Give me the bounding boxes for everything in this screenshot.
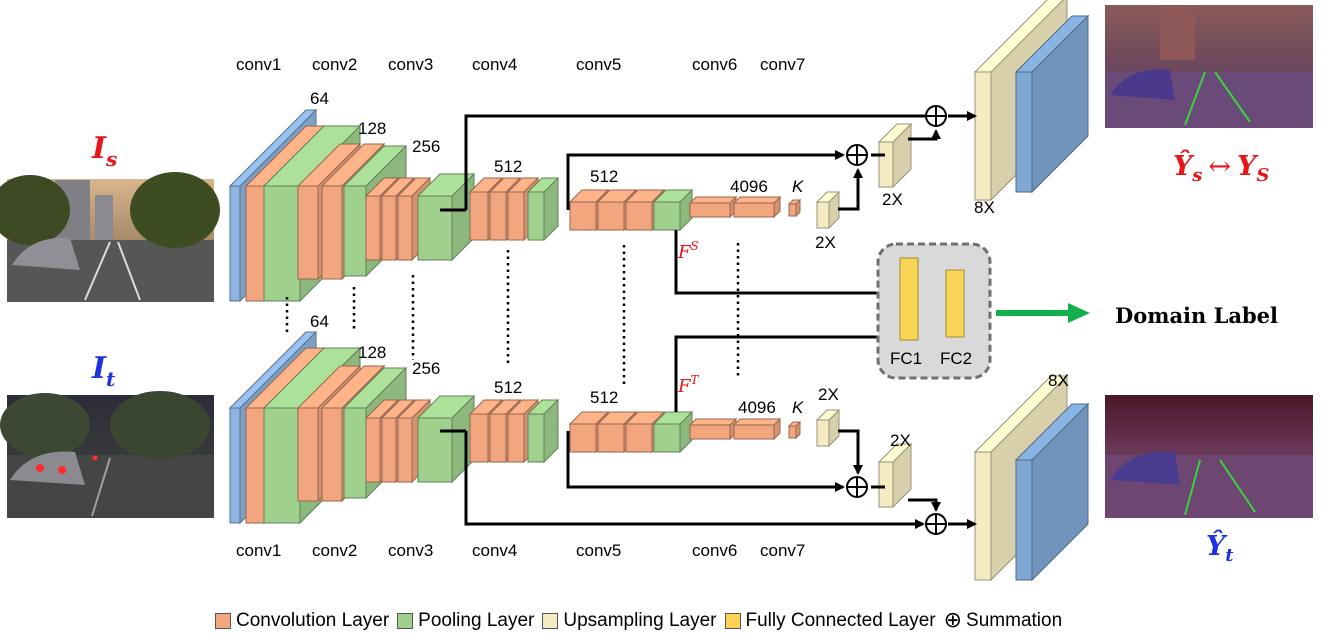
legend-summation-label: Summation bbox=[966, 610, 1062, 632]
top-layer-names: conv1 conv2 conv3 conv4 conv5 conv6 conv… bbox=[236, 55, 805, 74]
legend-fc-swatch bbox=[725, 613, 741, 629]
bot-64: 64 bbox=[310, 312, 329, 331]
bot-conv7-label: conv7 bbox=[760, 541, 805, 560]
target-feature-label: FT bbox=[677, 373, 700, 397]
legend-upsample-label: Upsampling Layer bbox=[563, 610, 716, 632]
target-conv7 bbox=[734, 419, 780, 439]
source-conv6 bbox=[690, 197, 736, 217]
source-pool4 bbox=[528, 178, 558, 240]
target-output-symbol: Ŷt bbox=[1206, 529, 1234, 566]
top-8x: 8X bbox=[974, 198, 995, 217]
top-conv3-label: conv3 bbox=[388, 55, 433, 74]
legend-conv-label: Convolution Layer bbox=[236, 610, 389, 632]
top-2x-small: 2X bbox=[815, 233, 836, 252]
top-conv6-label: conv6 bbox=[692, 55, 737, 74]
top-k: K bbox=[792, 177, 804, 196]
top-conv2-label: conv2 bbox=[312, 55, 357, 74]
summation-top-2 bbox=[926, 106, 946, 126]
top-4096: 4096 bbox=[730, 177, 768, 196]
fc1-label: FC1 bbox=[890, 349, 922, 368]
summation-bot-2 bbox=[926, 514, 946, 534]
legend: Convolution Layer Pooling Layer Upsampli… bbox=[215, 608, 1070, 634]
bot-2x: 2X bbox=[890, 431, 911, 450]
source-input-symbol: Is bbox=[91, 131, 117, 171]
domain-classifier: FC1 FC2 bbox=[878, 244, 990, 378]
bot-conv5-label: conv5 bbox=[576, 541, 621, 560]
legend-pool: Pooling Layer bbox=[397, 610, 534, 632]
legend-upsample: Upsampling Layer bbox=[542, 610, 716, 632]
fc2-bar bbox=[946, 270, 964, 337]
bot-256: 256 bbox=[412, 359, 440, 378]
source-feature-label: FS bbox=[677, 239, 699, 263]
target-conv6 bbox=[690, 419, 736, 439]
legend-conv-swatch bbox=[215, 613, 231, 629]
legend-pool-swatch bbox=[397, 613, 413, 629]
target-up2x-small bbox=[817, 410, 839, 446]
legend-fc-label: Fully Connected Layer bbox=[746, 610, 936, 632]
domain-label-text: Domain Label bbox=[1115, 303, 1278, 328]
fc2-label: FC2 bbox=[940, 349, 972, 368]
top-64: 64 bbox=[310, 89, 329, 108]
target-input-symbol: It bbox=[91, 351, 116, 391]
bot-2x-small: 2X bbox=[818, 385, 839, 404]
source-up2x-small bbox=[817, 192, 839, 228]
fc1-bar bbox=[900, 258, 918, 340]
legend-conv: Convolution Layer bbox=[215, 610, 389, 632]
top-conv1-label: conv1 bbox=[236, 55, 281, 74]
top-2x: 2X bbox=[882, 190, 903, 209]
target-pool4 bbox=[528, 400, 558, 462]
source-pool5 bbox=[654, 190, 692, 230]
target-score-k bbox=[789, 422, 800, 438]
source-conv7 bbox=[734, 197, 780, 217]
legend-pool-label: Pooling Layer bbox=[418, 610, 534, 632]
top-512a: 512 bbox=[494, 157, 522, 176]
top-128: 128 bbox=[358, 119, 386, 138]
legend-summation: ⊕ Summation bbox=[944, 610, 1063, 632]
target-input-image bbox=[0, 391, 214, 518]
top-conv5-label: conv5 bbox=[576, 55, 621, 74]
bot-512b: 512 bbox=[590, 388, 618, 407]
target-up2x bbox=[879, 444, 911, 507]
bot-8x: 8X bbox=[1048, 371, 1069, 390]
source-score-k bbox=[789, 200, 800, 216]
top-256: 256 bbox=[412, 137, 440, 156]
top-conv7-label: conv7 bbox=[760, 55, 805, 74]
top-conv4-label: conv4 bbox=[472, 55, 517, 74]
source-output-image bbox=[1105, 5, 1313, 128]
bot-conv3-label: conv3 bbox=[388, 541, 433, 560]
bottom-layer-names: conv1 conv2 conv3 conv4 conv5 conv6 conv… bbox=[236, 541, 805, 560]
bot-conv1-label: conv1 bbox=[236, 541, 281, 560]
bot-512a: 512 bbox=[494, 378, 522, 397]
target-output-image bbox=[1105, 395, 1313, 518]
bot-conv6-label: conv6 bbox=[692, 541, 737, 560]
summation-top-1 bbox=[847, 145, 867, 165]
bot-conv4-label: conv4 bbox=[472, 541, 517, 560]
legend-upsample-swatch bbox=[542, 613, 558, 629]
bot-128: 128 bbox=[358, 343, 386, 362]
bot-conv2-label: conv2 bbox=[312, 541, 357, 560]
source-input-image bbox=[0, 172, 220, 302]
domain-label-arrow bbox=[996, 303, 1090, 323]
top-512b: 512 bbox=[590, 167, 618, 186]
source-output-symbol: Ŷs↔YS bbox=[1173, 149, 1269, 186]
summation-bot-1 bbox=[847, 477, 867, 497]
summation-icon: ⊕ bbox=[944, 610, 962, 632]
bot-k: K bbox=[792, 398, 804, 417]
bot-4096: 4096 bbox=[738, 398, 776, 417]
legend-fc: Fully Connected Layer bbox=[725, 610, 936, 632]
target-pool5 bbox=[654, 412, 692, 452]
